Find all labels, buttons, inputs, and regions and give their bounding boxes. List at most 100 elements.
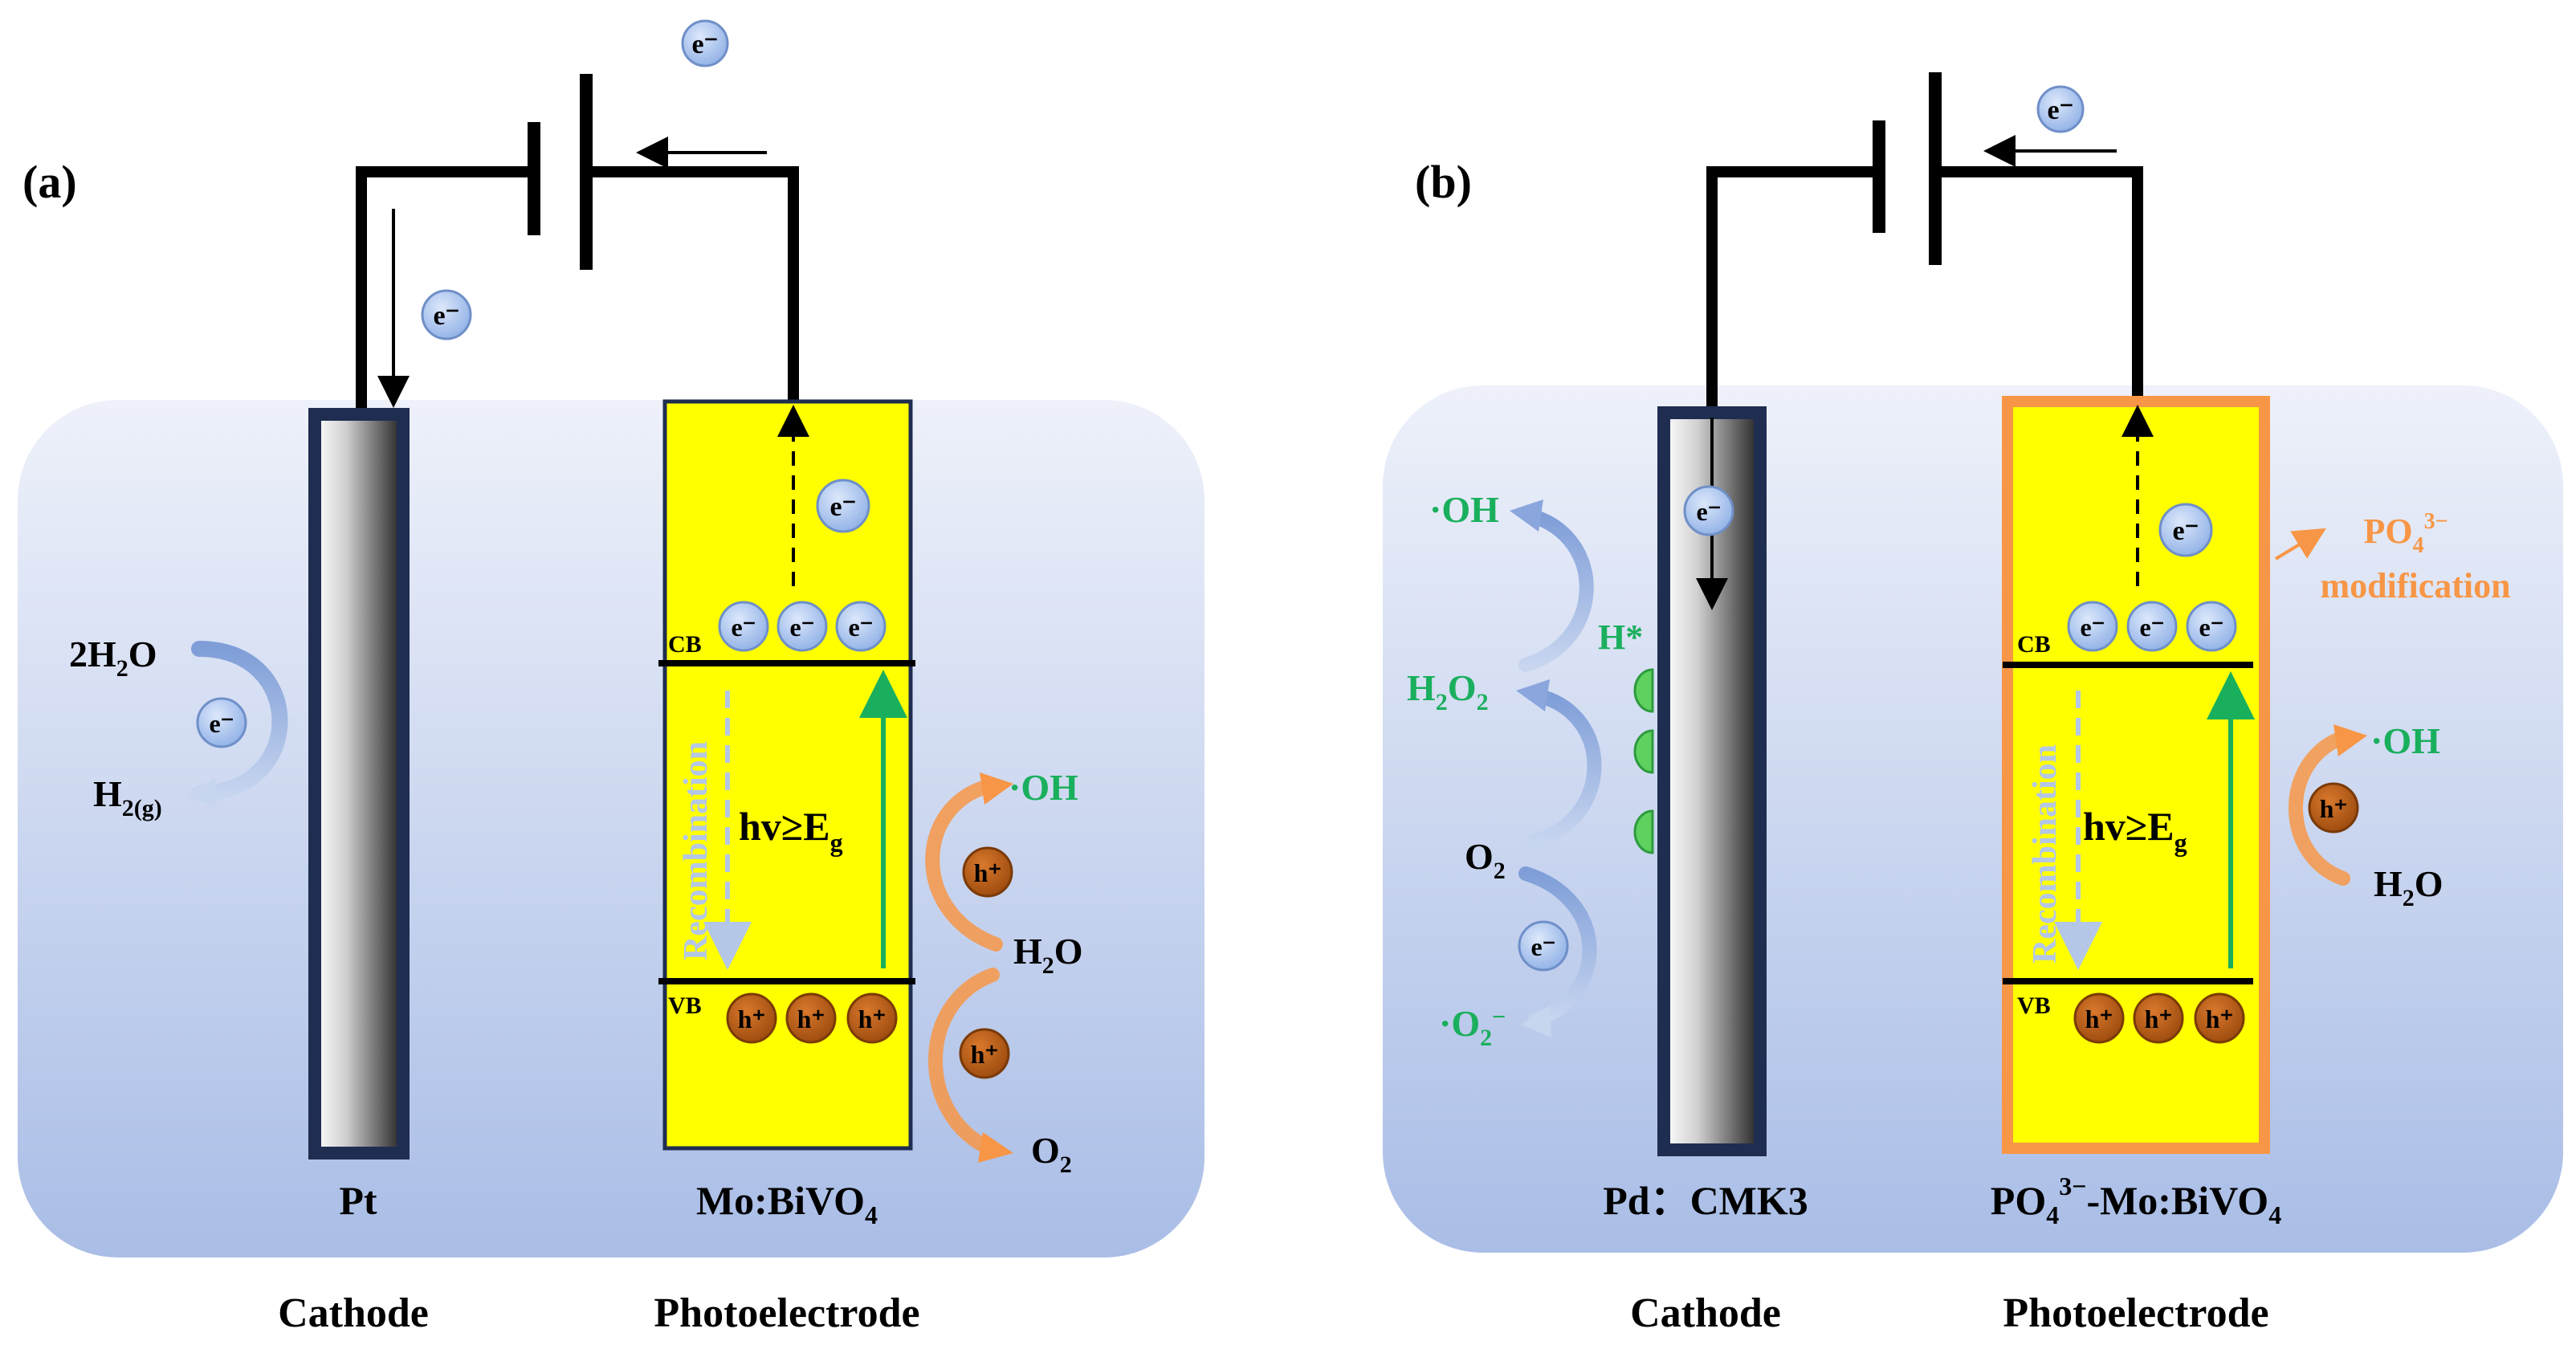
h-star-site-3 (1633, 809, 1654, 854)
modification-label-line2: modification (2320, 566, 2510, 605)
svg-text:e⁻: e⁻ (2199, 613, 2223, 642)
hole-oh-a: h⁺ (962, 846, 1013, 898)
cb-label-b: CB (2017, 631, 2051, 658)
vb-hole-1-a: h⁺ (726, 992, 777, 1044)
svg-text:h⁺: h⁺ (2206, 1005, 2234, 1033)
vb-hole-3-a: h⁺ (846, 992, 898, 1044)
vb-hole-1-b: h⁺ (2073, 992, 2125, 1044)
wire-left-a (356, 166, 534, 414)
panel-b: (b) e⁻ e⁻ H* ·OH H2O2 O2 (1383, 72, 2563, 1336)
svg-text:e⁻: e⁻ (691, 30, 718, 59)
electron-top-b: e⁻ (2036, 85, 2085, 133)
svg-text:e⁻: e⁻ (1696, 497, 1721, 526)
excitation-label-a: hv≥Eg (739, 804, 843, 857)
vb-hole-3-b: h⁺ (2194, 992, 2245, 1044)
electron-h2-evolution-a: e⁻ (196, 697, 247, 748)
recombination-label-b: Recombination (2027, 744, 2064, 964)
oh-generation-arc-b (2289, 732, 2350, 886)
svg-text:h⁺: h⁺ (974, 858, 1002, 887)
hole-oh-b: h⁺ (2308, 782, 2359, 833)
o2-label-b: O2 (1465, 836, 1506, 884)
electron-bulk-a: e⁻ (816, 479, 870, 533)
pd-cmk3-label: Pd：CMK3 (1603, 1178, 1808, 1223)
cb-electron-2-a: e⁻ (776, 601, 828, 652)
hole-o2-a: h⁺ (959, 1028, 1010, 1079)
modification-pointer-arrow (2274, 528, 2326, 560)
svg-text:h⁺: h⁺ (971, 1040, 999, 1069)
oh-right-label-b: ·OH (2370, 720, 2440, 761)
excitation-label-b: hv≥Eg (2083, 804, 2187, 857)
cb-electron-2-b: e⁻ (2126, 601, 2178, 652)
h2o2-formation-arc-head-b (1516, 679, 1550, 711)
h2o-label-a: H2O (1013, 931, 1083, 979)
svg-text:e⁻: e⁻ (209, 709, 234, 738)
wire-right-b (1935, 166, 2143, 401)
electrolyte-a (18, 400, 1204, 1257)
svg-text:e⁻: e⁻ (433, 301, 459, 331)
cb-electron-1-b: e⁻ (2067, 601, 2118, 652)
o2-evolution-arc-a (928, 968, 1000, 1155)
oh-label-a: ·OH (1009, 767, 1078, 808)
svg-text:e⁻: e⁻ (1531, 932, 1555, 961)
recombination-label-a: Recombination (678, 741, 715, 960)
vb-label-a: VB (668, 992, 702, 1019)
svg-text:h⁺: h⁺ (2085, 1005, 2113, 1033)
o2-evolution-arc-head-a (978, 1132, 1013, 1163)
cb-electron-1-a: e⁻ (718, 601, 769, 652)
svg-text:e⁻: e⁻ (2139, 613, 2164, 642)
wire-right-a (586, 166, 799, 401)
panel-a-label: (a) (22, 156, 77, 208)
svg-text:e⁻: e⁻ (789, 613, 814, 642)
o2-label-a: O2 (1031, 1130, 1072, 1178)
cb-label-a: CB (668, 631, 702, 658)
oh-formation-arc-head-b (1510, 499, 1543, 532)
h-star-site-1 (1633, 668, 1654, 713)
pt-label: Pt (339, 1178, 377, 1223)
svg-text:e⁻: e⁻ (829, 492, 856, 522)
svg-text:h⁺: h⁺ (2320, 794, 2348, 823)
wire-left-b (1706, 166, 1879, 418)
vb-hole-2-a: h⁺ (785, 992, 837, 1044)
h2-gas-label-a: H2(g) (93, 773, 162, 821)
h2-evolution-arc-a (191, 641, 288, 801)
h-star-site-2 (1633, 729, 1654, 774)
electron-wire-a: e⁻ (421, 289, 472, 340)
svg-text:e⁻: e⁻ (2080, 613, 2105, 642)
superoxide-label-b: ·O2− (1439, 1003, 1506, 1051)
electron-superoxide-b: e⁻ (1518, 920, 1569, 972)
po4-mo-bivo4-label: PO43−-Mo:BiVO4 (1991, 1172, 2281, 1229)
cb-electron-3-a: e⁻ (835, 601, 887, 652)
electron-bulk-b: e⁻ (2158, 503, 2213, 557)
mo-bivo4-label: Mo:BiVO4 (696, 1178, 878, 1229)
svg-text:h⁺: h⁺ (2145, 1005, 2173, 1033)
oh-generation-arc-head-a (980, 772, 1013, 805)
svg-text:e⁻: e⁻ (2172, 516, 2199, 546)
h2-evolution-arc-head-a (188, 777, 217, 809)
superoxide-formation-arc-b (1518, 866, 1597, 1027)
oh-generation-arc-head-b (2333, 724, 2367, 756)
vb-hole-2-b: h⁺ (2133, 992, 2184, 1044)
modification-label-line1: PO43− (2363, 509, 2448, 558)
photoelectrode-caption-a: Photoelectrode (654, 1290, 919, 1336)
oh-generation-arc-a (925, 780, 1003, 952)
superoxide-formation-arc-head-b (1521, 1005, 1551, 1037)
svg-text:h⁺: h⁺ (738, 1005, 766, 1033)
cathode-caption-a: Cathode (278, 1290, 429, 1336)
h2o2-label-b: H2O2 (1407, 667, 1489, 715)
cb-electron-3-b: e⁻ (2186, 601, 2237, 652)
svg-text:e⁻: e⁻ (731, 613, 756, 642)
h2o2-formation-arc-b (1526, 688, 1602, 849)
oh-formation-arc-b (1518, 508, 1594, 672)
cathode-caption-b: Cathode (1630, 1290, 1781, 1336)
oh-top-label-b: ·OH (1429, 489, 1499, 530)
panel-b-label: (b) (1415, 156, 1472, 208)
photoelectrode-caption-b: Photoelectrode (2003, 1290, 2268, 1336)
svg-text:h⁺: h⁺ (797, 1005, 825, 1033)
svg-text:h⁺: h⁺ (858, 1005, 887, 1033)
water-2h2o-label-a: 2H2O (69, 634, 157, 682)
electron-cathode-b: e⁻ (1683, 485, 1734, 536)
h2o-label-b: H2O (2374, 863, 2444, 911)
electron-top-a: e⁻ (681, 19, 729, 67)
pt-cathode-rod (308, 408, 410, 1159)
